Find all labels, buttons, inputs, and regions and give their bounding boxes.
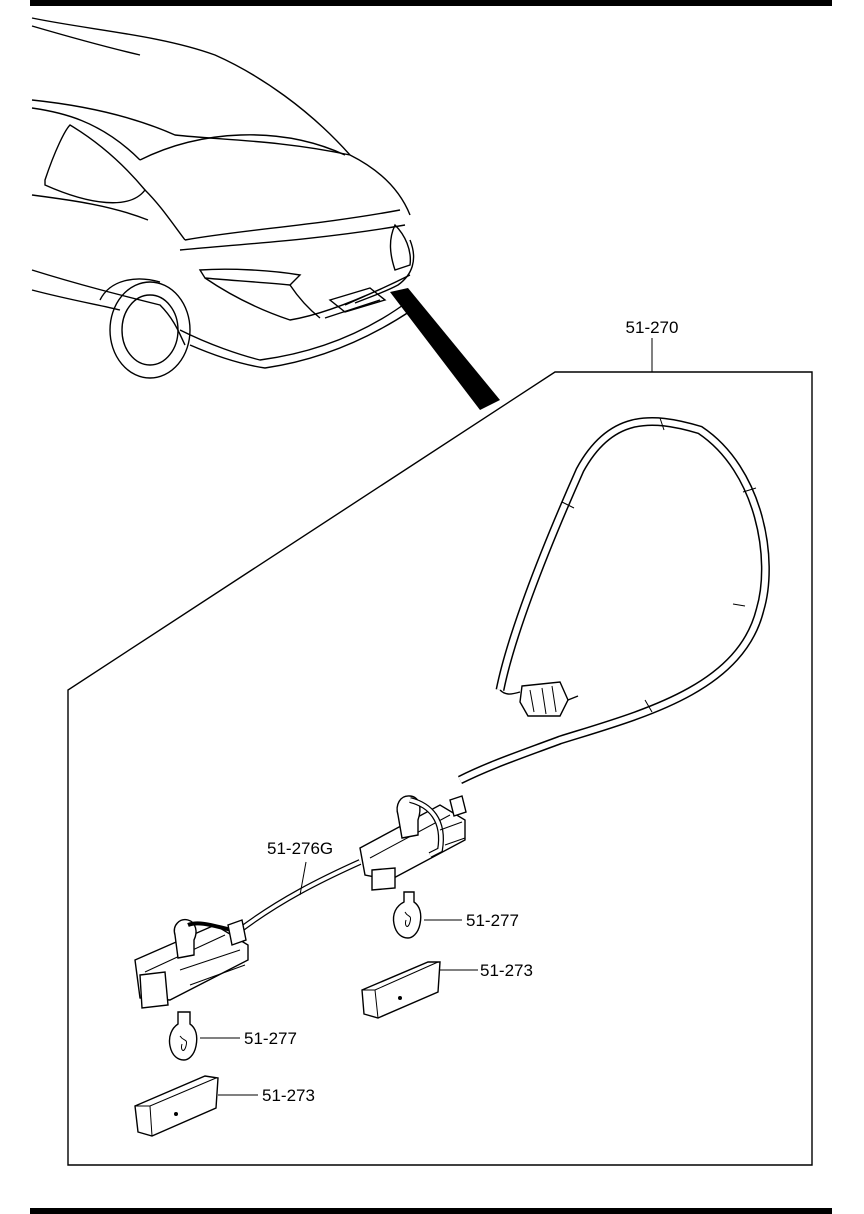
license-lamp-left xyxy=(134,918,249,1009)
bulb-left xyxy=(168,1011,198,1061)
top-rule xyxy=(30,0,832,6)
bulb-right-label: 51-277 xyxy=(466,911,519,930)
license-lamp-right xyxy=(359,795,467,891)
bulb-right xyxy=(392,891,422,939)
lens-left xyxy=(134,1075,219,1137)
wire-harness xyxy=(457,417,770,785)
harness-label: 51-270 xyxy=(626,318,679,337)
lens-right xyxy=(361,961,441,1019)
bottom-rule xyxy=(30,1208,832,1214)
lens-left-label: 51-273 xyxy=(262,1086,315,1105)
bulb-left-label: 51-277 xyxy=(244,1029,297,1048)
lamp-assembly-label: 51-276G xyxy=(267,839,333,858)
lens-right-label: 51-273 xyxy=(480,961,533,980)
detail-box xyxy=(67,371,813,1166)
lamp-assembly-leader xyxy=(299,861,307,896)
car-rear-illustration xyxy=(31,17,500,410)
